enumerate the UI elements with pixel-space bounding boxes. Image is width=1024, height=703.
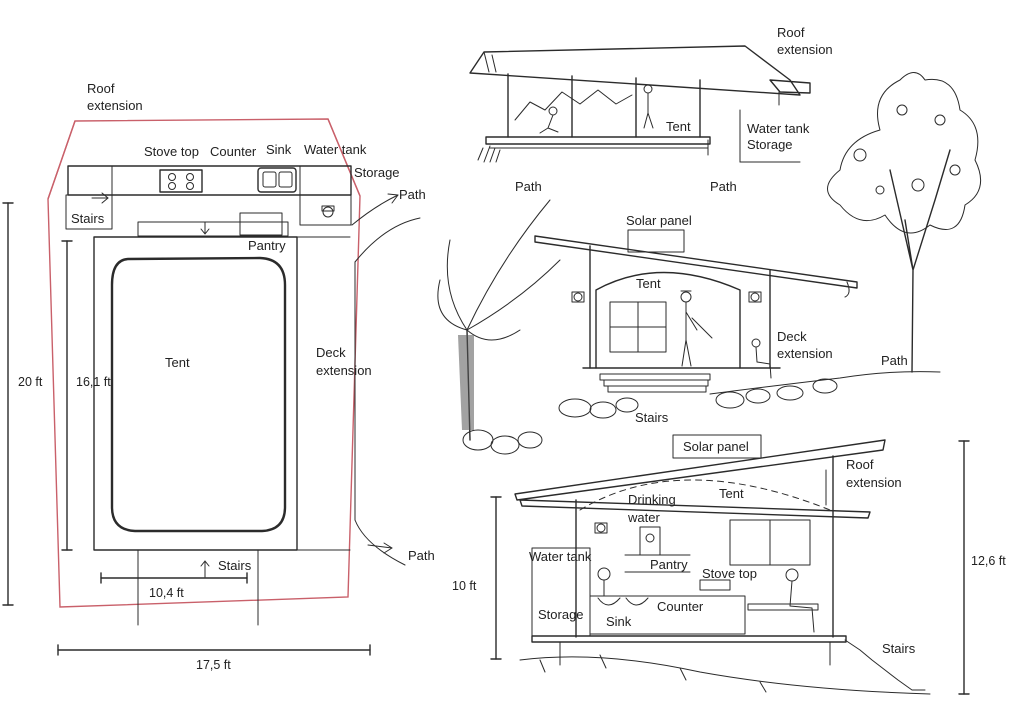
fp-storage-label: Storage [354,165,400,180]
side-tree [889,149,951,373]
sec-stove-top-label: Stove top [702,566,757,581]
path-top-line [351,194,399,226]
sec-water-tank-label: Water tank [529,549,592,564]
sv-storage-label: Storage [747,137,793,152]
roof-extension-outline [47,118,361,608]
sec-drinking-water-label-1: Drinking [628,492,676,507]
fv-stairs-label: Stairs [635,410,669,425]
fv-deck-extension-label-2: extension [777,346,833,361]
side-deck [485,136,711,145]
sv-water-tank-label: Water tank [747,121,810,136]
sec-counter-label: Counter [657,599,704,614]
sv-path-left-label: Path [515,179,542,194]
sec-solar-panel [672,434,762,459]
sec-roof [514,439,886,501]
fp-deck-extension-label-2: extension [316,363,372,378]
fv-deck-extension-label-1: Deck [777,329,807,344]
fp-sink-label: Sink [266,142,292,157]
front-roof [534,235,858,289]
side-view: Roof extension Tent Water tank Storage P… [469,25,982,373]
side-roof [469,45,801,96]
front-tent [595,271,741,369]
fp-dim-tent-length: 16,1 ft [76,375,111,389]
sec-roof-extension-label-2: extension [846,475,902,490]
sec-stairs-label: Stairs [882,641,916,656]
stairs-left-box [65,194,113,230]
fp-counter-label: Counter [210,144,257,159]
fp-dim-total-length: 20 ft [18,375,43,389]
tent-platform [93,236,298,551]
sec-sink-label: Sink [606,614,632,629]
fp-roof-extension-label-2: extension [87,98,143,113]
sv-path-right-label: Path [710,179,737,194]
sv-tent-label: Tent [666,119,691,134]
sec-drinking-water-label-2: water [627,510,660,525]
floor-plan: Roof extension Stove top Counter Sink Wa… [2,81,435,672]
fp-dim-tent-width: 10,4 ft [149,586,184,600]
front-solar-panel [627,229,685,253]
fp-stairs-left-label: Stairs [71,211,105,226]
path-bottom-line [354,519,406,566]
fp-stove-top-label: Stove top [144,144,199,159]
fp-pantry-label: Pantry [248,238,286,253]
sec-counter [589,595,746,635]
fv-path-label: Path [881,353,908,368]
storage-box [299,194,352,226]
fv-tent-label: Tent [636,276,661,291]
sv-roof-extension-label-1: Roof [777,25,805,40]
fp-dim-total-width: 17,5 ft [196,658,231,672]
side-tree-canopy [827,72,982,234]
sec-roof-extension-label-1: Roof [846,457,874,472]
sec-storage-label: Storage [538,607,584,622]
tent-outline [110,256,287,533]
kitchen-counter-strip [67,165,352,196]
sec-pantry-label: Pantry [650,557,688,572]
fp-stairs-bottom-label: Stairs [218,558,252,573]
fp-deck-extension-label-1: Deck [316,345,346,360]
sink-symbol [257,167,297,193]
fp-roof-extension-label-1: Roof [87,81,115,96]
sec-deck [531,635,847,643]
fv-solar-panel-label: Solar panel [626,213,692,228]
sv-roof-extension-label-2: extension [777,42,833,57]
sec-dim-left-height: 10 ft [452,579,477,593]
fp-path-bottom-label: Path [408,548,435,563]
fp-water-tank-label: Water tank [304,142,367,157]
section-view: Solar panel Roof extension Tent Drinking… [452,434,1006,695]
fp-path-top-label: Path [399,187,426,202]
fp-tent-label: Tent [165,355,190,370]
pantry-box [239,212,283,236]
stove-top-symbol [159,169,203,193]
sec-dim-right-height: 12,6 ft [971,554,1006,568]
sec-solar-panel-label: Solar panel [683,439,749,454]
front-view: Solar panel Tent Deck extension Path Sta… [437,199,941,455]
sec-tent-label: Tent [719,486,744,501]
